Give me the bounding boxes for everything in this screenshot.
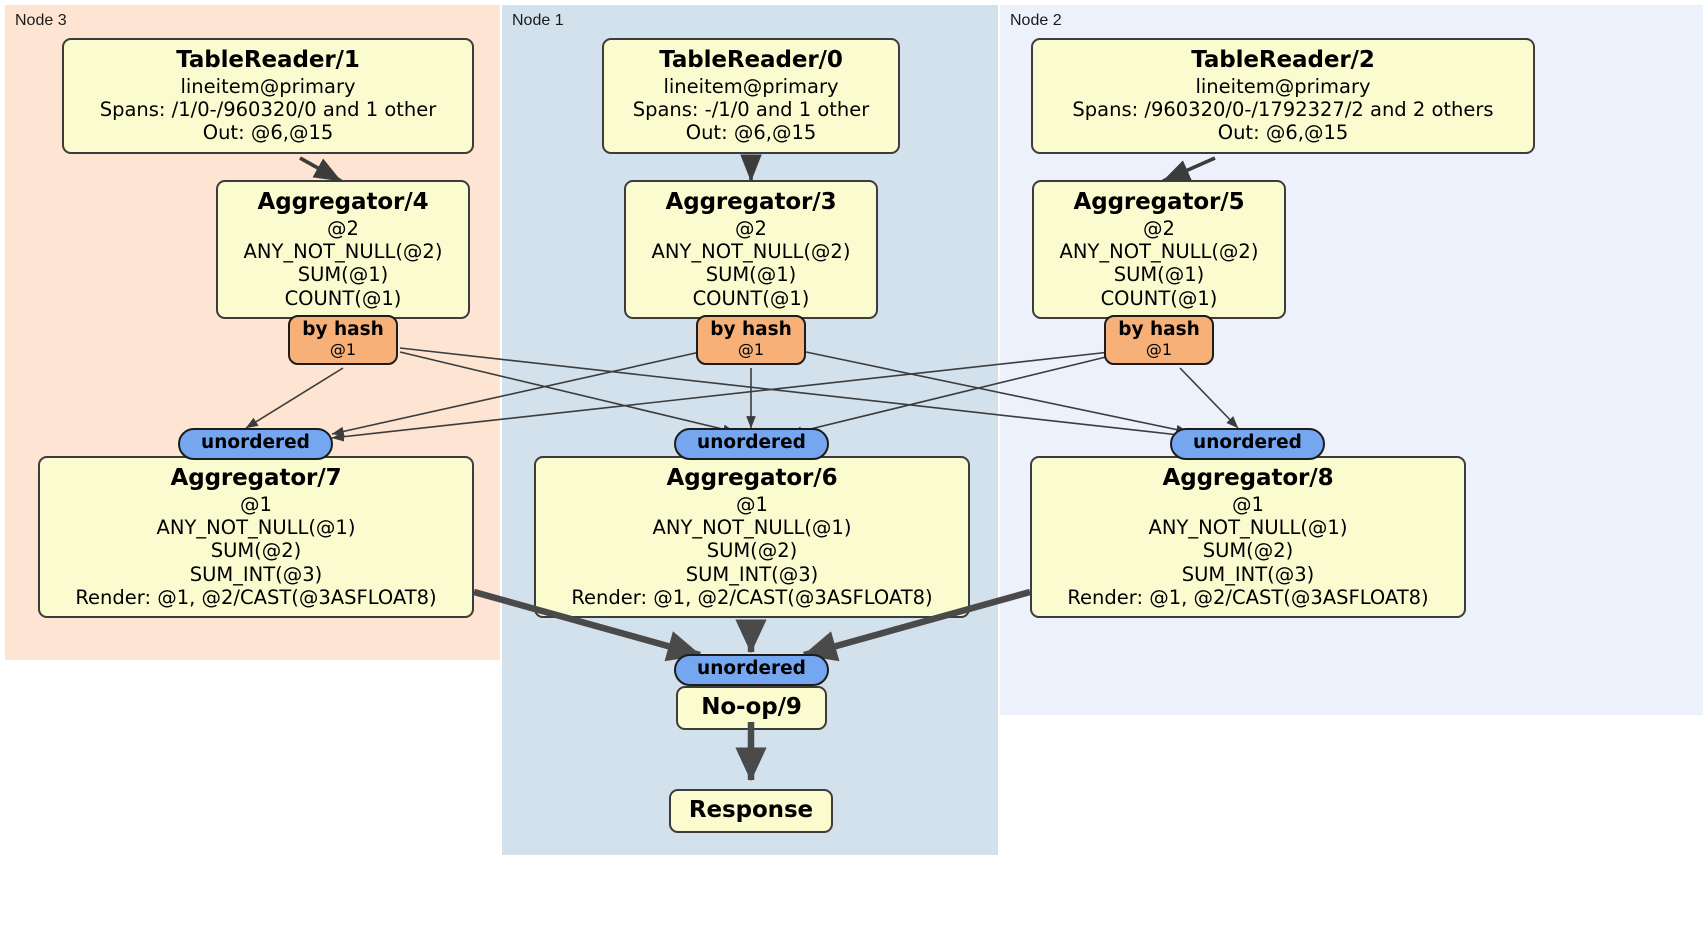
badge-column: @1: [1145, 339, 1173, 359]
processor-line: Spans: /960320/0-/1792327/2 and 2 others: [1072, 98, 1494, 122]
processor-aggregator-6[interactable]: Aggregator/6 @1 ANY_NOT_NULL(@1) SUM(@2)…: [534, 456, 970, 618]
badge-label: unordered: [697, 658, 806, 679]
processor-line: @1: [736, 492, 768, 516]
processor-table-reader-2[interactable]: TableReader/2 lineitem@primary Spans: /9…: [1031, 38, 1535, 154]
processor-line: Out: @6,@15: [202, 121, 334, 145]
processor-line: @2: [327, 216, 359, 240]
processor-title: Aggregator/7: [170, 465, 342, 491]
badge-label: unordered: [1193, 432, 1302, 453]
processor-title: Aggregator/8: [1162, 465, 1334, 491]
processor-response[interactable]: Response: [669, 789, 833, 833]
processor-line: SUM(@2): [1202, 539, 1294, 563]
processor-line: lineitem@primary: [1195, 74, 1371, 98]
processor-line: lineitem@primary: [180, 74, 356, 98]
processor-line: SUM(@2): [706, 539, 798, 563]
processor-line: Spans: -/1/0 and 1 other: [632, 98, 870, 122]
processor-title: TableReader/0: [659, 47, 843, 73]
processor-aggregator-5[interactable]: Aggregator/5 @2 ANY_NOT_NULL(@2) SUM(@1)…: [1032, 180, 1286, 319]
input-badge-unordered-right[interactable]: unordered: [1170, 428, 1325, 460]
processor-line: Spans: /1/0-/960320/0 and 1 other: [99, 98, 437, 122]
output-badge-by-hash-left[interactable]: by hash @1: [288, 315, 398, 365]
processor-title: Aggregator/4: [257, 189, 429, 215]
processor-line: @2: [1143, 216, 1175, 240]
badge-kind: by hash: [710, 319, 792, 340]
processor-line: Out: @6,@15: [685, 121, 817, 145]
processor-table-reader-1[interactable]: TableReader/1 lineitem@primary Spans: /1…: [62, 38, 474, 154]
processor-line: Render: @1, @2/CAST(@3ASFLOAT8): [75, 585, 437, 609]
processor-line: SUM(@1): [297, 263, 389, 287]
processor-line: SUM_INT(@3): [1181, 562, 1315, 586]
badge-column: @1: [329, 339, 357, 359]
processor-line: COUNT(@1): [692, 286, 810, 310]
processor-title: TableReader/2: [1191, 47, 1375, 73]
processor-line: @1: [1232, 492, 1264, 516]
node-label-node1: Node 1: [512, 12, 564, 29]
processor-line: SUM(@2): [210, 539, 302, 563]
processor-line: lineitem@primary: [663, 74, 839, 98]
processor-line: ANY_NOT_NULL(@2): [651, 240, 851, 264]
processor-aggregator-7[interactable]: Aggregator/7 @1 ANY_NOT_NULL(@1) SUM(@2)…: [38, 456, 474, 618]
badge-column: @1: [737, 339, 765, 359]
processor-title: Aggregator/3: [665, 189, 837, 215]
processor-title: No-op/9: [701, 694, 802, 720]
badge-label: unordered: [201, 432, 310, 453]
processor-line: COUNT(@1): [1100, 286, 1218, 310]
processor-line: SUM_INT(@3): [685, 562, 819, 586]
processor-aggregator-4[interactable]: Aggregator/4 @2 ANY_NOT_NULL(@2) SUM(@1)…: [216, 180, 470, 319]
processor-table-reader-0[interactable]: TableReader/0 lineitem@primary Spans: -/…: [602, 38, 900, 154]
processor-line: ANY_NOT_NULL(@2): [243, 240, 443, 264]
input-badge-unordered-left[interactable]: unordered: [178, 428, 333, 460]
processor-title: TableReader/1: [176, 47, 360, 73]
processor-line: SUM(@1): [1113, 263, 1205, 287]
processor-line: @2: [735, 216, 767, 240]
processor-line: COUNT(@1): [284, 286, 402, 310]
processor-line: Out: @6,@15: [1217, 121, 1349, 145]
processor-line: ANY_NOT_NULL(@1): [1148, 516, 1348, 540]
badge-label: unordered: [697, 432, 806, 453]
output-badge-by-hash-center[interactable]: by hash @1: [696, 315, 806, 365]
badge-kind: by hash: [302, 319, 384, 340]
badge-kind: by hash: [1118, 319, 1200, 340]
processor-title: Aggregator/6: [666, 465, 838, 491]
processor-aggregator-8[interactable]: Aggregator/8 @1 ANY_NOT_NULL(@1) SUM(@2)…: [1030, 456, 1466, 618]
input-badge-unordered-final[interactable]: unordered: [674, 654, 829, 686]
processor-line: Render: @1, @2/CAST(@3ASFLOAT8): [571, 585, 933, 609]
processor-line: SUM(@1): [705, 263, 797, 287]
processor-noop-9[interactable]: No-op/9: [676, 686, 827, 730]
input-badge-unordered-center[interactable]: unordered: [674, 428, 829, 460]
node-label-node3: Node 3: [15, 12, 67, 29]
processor-line: SUM_INT(@3): [189, 562, 323, 586]
processor-line: ANY_NOT_NULL(@1): [652, 516, 852, 540]
node-label-node2: Node 2: [1010, 12, 1062, 29]
processor-aggregator-3[interactable]: Aggregator/3 @2 ANY_NOT_NULL(@2) SUM(@1)…: [624, 180, 878, 319]
processor-line: ANY_NOT_NULL(@2): [1059, 240, 1259, 264]
processor-title: Aggregator/5: [1073, 189, 1245, 215]
processor-line: @1: [240, 492, 272, 516]
processor-title: Response: [688, 797, 814, 823]
processor-line: Render: @1, @2/CAST(@3ASFLOAT8): [1067, 585, 1429, 609]
processor-line: ANY_NOT_NULL(@1): [156, 516, 356, 540]
output-badge-by-hash-right[interactable]: by hash @1: [1104, 315, 1214, 365]
